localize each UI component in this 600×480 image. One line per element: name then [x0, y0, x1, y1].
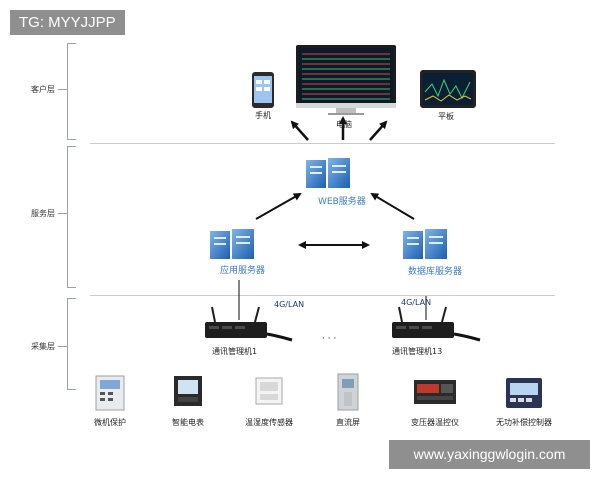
collection-layer-label: 采集层: [31, 342, 55, 351]
microcomputer-protection-icon: [95, 375, 125, 411]
web-server-label: WEB服务器: [318, 197, 366, 207]
service-collection-separator: [90, 295, 555, 296]
collection-layer-tick: [58, 346, 67, 347]
device-label-microcomputer-protection: 微机保护: [94, 418, 126, 427]
temp-humidity-sensor-icon: [255, 377, 283, 405]
web-server-icon: [306, 158, 350, 188]
smart-meter-icon: [174, 376, 202, 406]
service-layer-bracket: [67, 146, 76, 288]
device-label-smart-meter: 智能电表: [172, 418, 204, 427]
collection-layer-bracket: [67, 298, 76, 390]
gateway13-device-icon: [392, 306, 481, 342]
device-label-temp-humidity: 温湿度传感器: [245, 418, 293, 427]
top-left-watermark: TG: MYYJJPP: [10, 10, 125, 35]
db-server-icon: [403, 229, 447, 259]
db-server-label: 数据库服务器: [408, 267, 463, 277]
bottom-right-watermark: www.yaxinggwlogin.com: [389, 440, 590, 469]
link13-label: 4G/LAN: [401, 298, 432, 307]
client-layer-tick: [58, 89, 67, 90]
arrow-db-to-web: [370, 192, 415, 220]
link1-label: 4G/LAN: [274, 300, 305, 309]
device-label-dc-panel: 直流屏: [336, 418, 360, 427]
tablet-label: 平板: [438, 112, 454, 121]
arrow-to-phone: [290, 120, 309, 141]
transformer-temp-controller-icon: [414, 380, 456, 404]
gateway13-label: 通讯管理机13: [392, 347, 443, 356]
client-layer-label: 客户层: [31, 85, 55, 94]
arrow-app-to-web: [255, 193, 302, 220]
pc-label: 电脑: [336, 120, 352, 129]
client-service-separator: [90, 143, 555, 144]
service-layer-tick: [58, 213, 67, 214]
phone-icon: [252, 72, 274, 108]
dc-panel-icon: [337, 373, 359, 411]
pc-monitor-icon: [296, 45, 396, 115]
phone-label: 手机: [255, 111, 271, 120]
arrow-to-tablet: [369, 120, 388, 141]
gateway1-label: 通讯管理机1: [212, 347, 258, 356]
device-label-reactive-compensation: 无功补偿控制器: [496, 418, 552, 427]
client-layer-bracket: [67, 43, 76, 140]
reactive-compensation-controller-icon: [506, 378, 542, 408]
gateway-ellipsis: · · ·: [322, 334, 337, 344]
tablet-icon: [420, 70, 476, 108]
gateway1-device-icon: [205, 306, 293, 342]
device-label-transformer-controller: 变压器温控仪: [411, 418, 459, 427]
app-server-label: 应用服务器: [220, 266, 266, 276]
app-server-icon: [210, 229, 254, 259]
service-layer-label: 服务层: [31, 209, 55, 218]
